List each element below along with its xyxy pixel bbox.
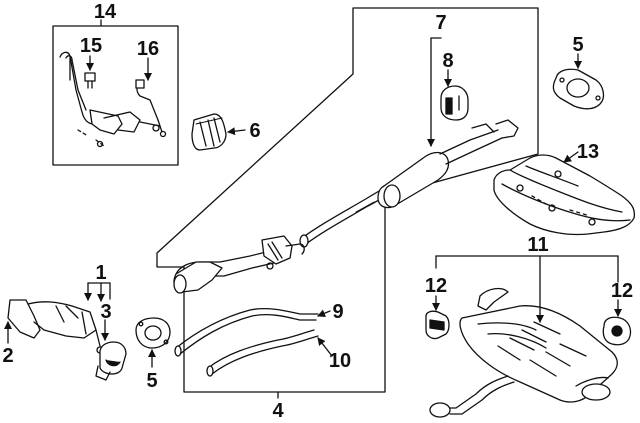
callout-5-right: 5: [572, 34, 583, 56]
pipe-part-10: [206, 329, 319, 377]
muffler-part-11: [429, 287, 618, 418]
sensor-harness-part: [59, 51, 161, 148]
callout-8: 8: [442, 50, 453, 72]
callout-13: 13: [577, 141, 599, 163]
callout-9: 9: [332, 301, 343, 323]
front-pipe-part-1: [7, 299, 104, 354]
callout-7: 7: [435, 12, 446, 34]
heat-shield-part-13: [493, 154, 636, 236]
pipe-part-9: [174, 308, 319, 357]
callout-2: 2: [2, 345, 13, 367]
callout-11: 11: [527, 234, 548, 256]
callout-5-left: 5: [146, 370, 157, 392]
oxygen-sensor-16: [135, 79, 167, 138]
callout-15: 15: [80, 35, 102, 57]
callout-4: 4: [272, 400, 284, 422]
callout-12-right: 12: [611, 280, 633, 302]
callout-14: 14: [94, 1, 117, 23]
callout-6: 6: [249, 120, 260, 142]
group-outline-4: [156, 7, 539, 393]
callout-1: 1: [95, 262, 106, 284]
callout-12-left: 12: [425, 275, 447, 297]
hanger-part-12-right: [602, 316, 632, 346]
hanger-part-12-left: [425, 310, 450, 340]
center-pipe-resonator-part-7: [299, 119, 519, 248]
front-pipe-converter: [173, 235, 305, 294]
gasket-part-5-top: [552, 68, 605, 110]
callout-3: 3: [100, 301, 111, 323]
bolt-part-15: [84, 72, 96, 89]
part-6-coupling: [191, 113, 227, 151]
clamp-part-3: [95, 341, 127, 381]
callout-16: 16: [137, 38, 159, 60]
callout-10: 10: [329, 350, 351, 372]
gasket-part-5-bottom: [135, 317, 171, 349]
hanger-part-8: [440, 85, 469, 121]
group-box-14: [52, 25, 179, 166]
